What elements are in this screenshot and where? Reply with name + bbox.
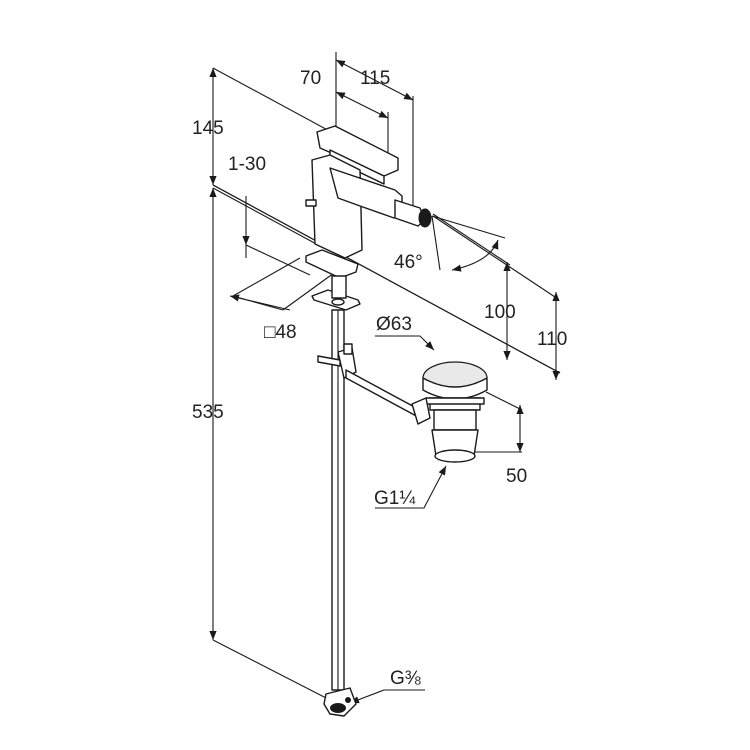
label-46-deg: 46°: [394, 252, 423, 273]
base-plate: [305, 249, 359, 279]
dim-115-line: [335, 59, 414, 101]
mixer-body: [305, 125, 432, 311]
label-145: 145: [192, 118, 224, 139]
mounting-shank: [331, 275, 347, 299]
pop-up-waste: [411, 361, 488, 463]
extension-lines: [212, 52, 561, 701]
label-g114: G1¼: [374, 488, 416, 509]
label-70: 70: [300, 68, 321, 89]
leader-d63: [375, 335, 435, 351]
dimension-lines: [209, 59, 560, 704]
aerator: [418, 208, 432, 228]
label-d63: Ø63: [376, 314, 412, 335]
label-48: □48: [264, 322, 297, 343]
pop-up-knob: [305, 199, 317, 207]
leader-g38: [349, 689, 425, 704]
label-535: 535: [192, 402, 224, 423]
dimension-labels: 70 115 145 1-30 46° 100 110 □48 Ø63 535 …: [192, 68, 567, 689]
label-115: 115: [360, 68, 390, 89]
supply-hose: [317, 309, 421, 717]
label-100: 100: [484, 302, 516, 323]
dim-70-line: [335, 91, 389, 119]
label-1-30: 1-30: [228, 154, 266, 175]
label-110: 110: [537, 329, 567, 350]
linkage-rod: [345, 369, 421, 419]
lever-handle: [316, 125, 399, 177]
label-50: 50: [506, 466, 527, 487]
leader-g114: [375, 465, 447, 509]
label-g38: G⅜: [390, 668, 421, 689]
dim-46-arc: [451, 239, 499, 272]
